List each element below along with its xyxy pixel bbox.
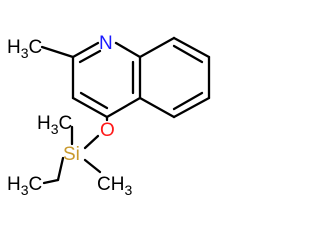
bond-si-methyl-bottom <box>83 158 102 174</box>
molecule-structure-diagram: H3C N O Si H3C H3C CH3 <box>7 33 211 198</box>
bond-si-methyl-left-b <box>42 178 60 185</box>
bond-c2-n <box>71 41 100 59</box>
bond-c8-c7-double <box>172 44 204 64</box>
bond-o-si <box>83 134 100 150</box>
bond-methyl-c2 <box>40 45 75 59</box>
nitrogen-label: N <box>99 33 113 54</box>
bond-c3-c4-double <box>79 91 109 110</box>
bond-n-c8a <box>114 41 142 59</box>
silicon-label: Si <box>63 144 80 165</box>
methyl-bottom-label: CH3 <box>97 174 132 198</box>
bond-c6-c5-double <box>172 91 204 111</box>
bond-c8a-c8 <box>138 36 176 59</box>
bond-c5-c4a <box>138 96 176 119</box>
methyl-top-label: H3C <box>37 113 72 137</box>
bond-c8-c7 <box>172 36 211 59</box>
bond-c4-c4a <box>105 96 142 119</box>
bond-c6-c5 <box>172 96 211 119</box>
methyl-left-si-label: H3C <box>7 174 42 198</box>
bond-c2-n-double <box>78 49 102 64</box>
atom-labels: H3C N O Si H3C H3C CH3 <box>7 33 132 198</box>
bond-si-methyl-left <box>56 156 65 182</box>
bonds <box>40 36 211 185</box>
oxygen-label: O <box>100 120 115 141</box>
methyl-left-label: H3C <box>7 37 42 61</box>
bond-c3-c4 <box>71 96 109 119</box>
